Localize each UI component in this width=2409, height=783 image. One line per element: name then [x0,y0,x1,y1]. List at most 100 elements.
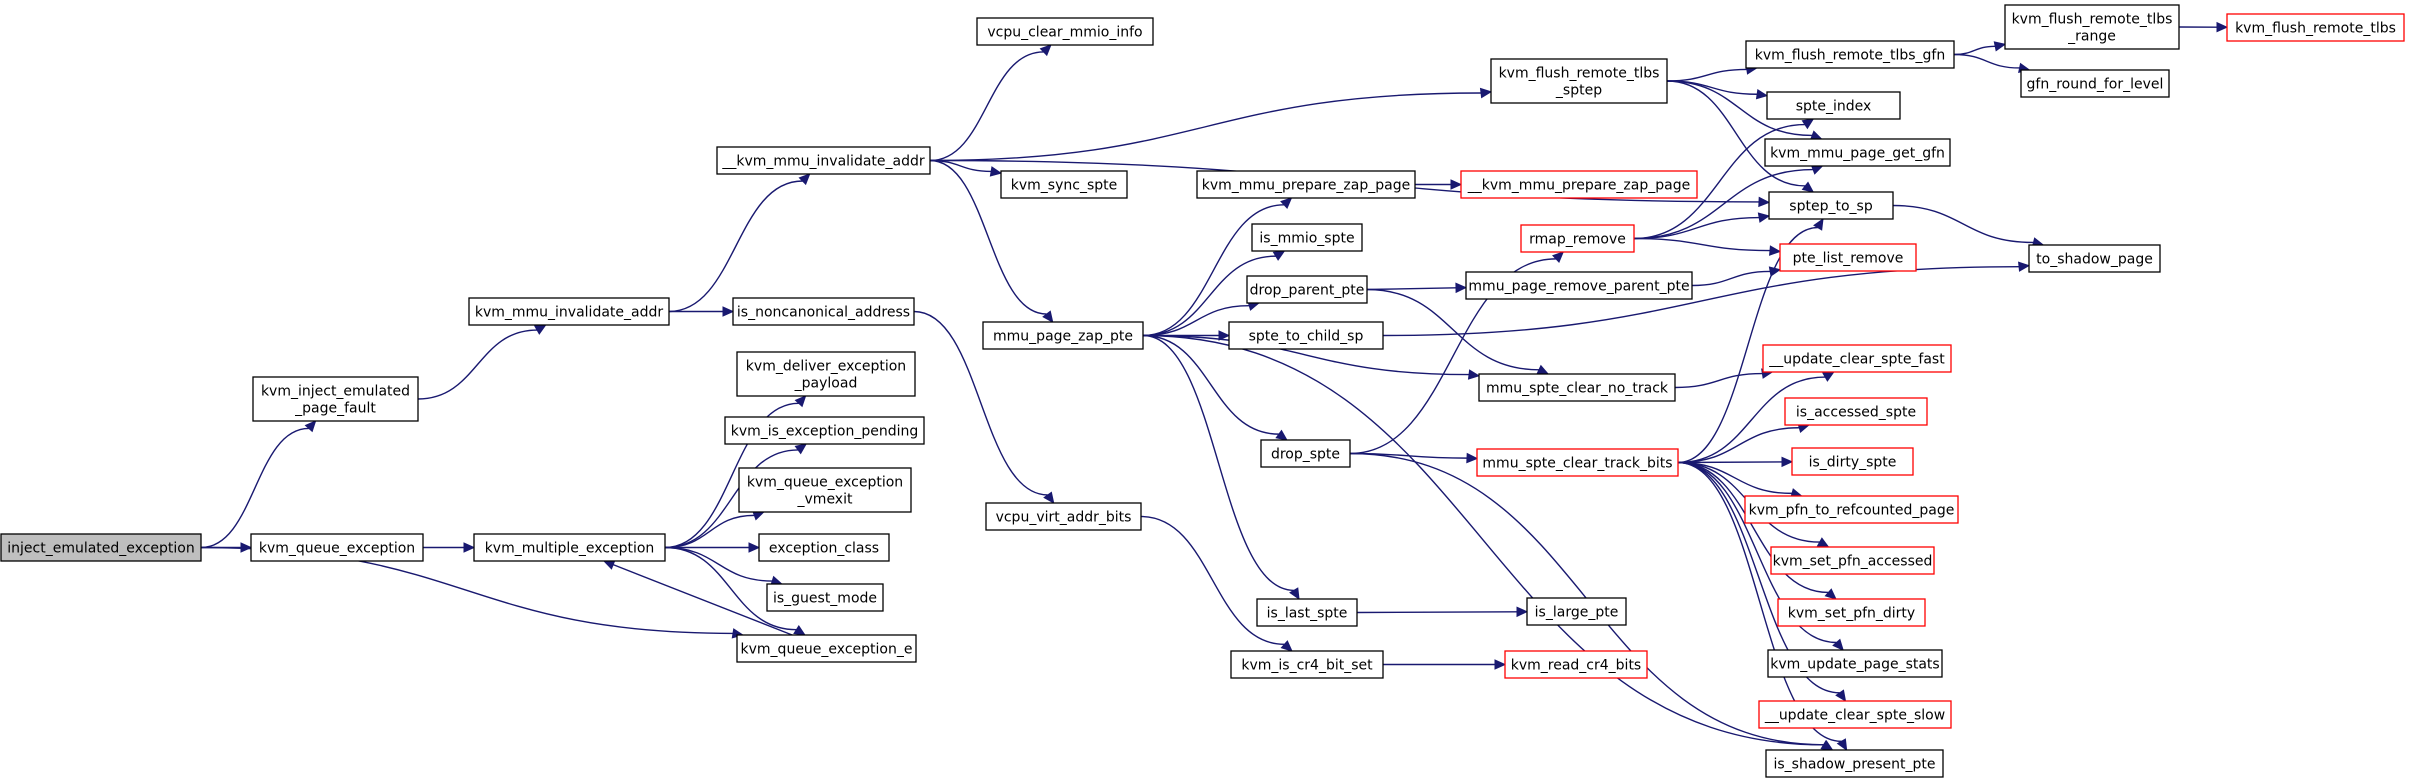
node-box [982,321,1144,350]
node-exception-class[interactable]: exception_class [758,533,890,562]
node-spte-to-child-sp[interactable]: spte_to_child_sp [1228,321,1384,350]
node-kvm-sync-spte[interactable]: kvm_sync_spte [1000,170,1128,199]
edge-arrowhead [1757,212,1771,223]
node-is-guest-mode[interactable]: is_guest_mode [766,583,884,612]
edge-arrowhead [798,173,811,186]
node-label: exception_class [769,541,879,557]
edge-arrowhead [2216,21,2229,33]
node-label: kvm_queue_exception [747,475,903,491]
node-kvm-pfn-to-refcounted-page[interactable]: kvm_pfn_to_refcounted_page [1744,495,1959,524]
node-is-shadow-present-pte[interactable]: is_shadow_present_pte [1765,749,1944,778]
node-spte-index[interactable]: spte_index [1766,91,1901,120]
node-kvm-flush-remote-tlbs-gfn[interactable]: kvm_flush_remote_tlbs_gfn [1745,40,1955,69]
node-rmap-remove[interactable]: rmap_remove [1520,224,1635,253]
edge-line [1674,372,1763,389]
node-mmu-spte-clear-no-track[interactable]: mmu_spte_clear_no_track [1478,373,1676,402]
edge-arrowhead [1479,87,1493,99]
node-kvm-mmu-prepare-zap-page[interactable]: kvm_mmu_prepare_zap_page [1196,170,1416,199]
edge-arrowhead [1781,456,1794,468]
node-mmu-page-remove-parent-pte[interactable]: mmu_page_remove_parent_pte [1465,271,1693,300]
call-edge-kvm-mmu-inval-to-kvm-flush-sptep [929,87,1493,162]
node-label: _vmexit [797,492,853,508]
node-box [1504,650,1648,679]
node-kvm-mmu-invalidate-addr[interactable]: kvm_mmu_invalidate_addr [468,297,670,326]
node-kvm-flush-remote-tlbs[interactable]: kvm_flush_remote_tlbs [2226,13,2405,42]
node-is-mmio-spte[interactable]: is_mmio_spte [1251,223,1363,252]
call-edge-mmu-spte-clear-track-to-update-slow [1677,461,1847,702]
node-label: kvm_update_page_stats [1770,657,1939,673]
node-update-clear-spte-fast[interactable]: __update_clear_spte_fast [1762,344,1952,373]
node-box [1526,597,1627,626]
call-edge-is-noncanon-to-vcpu-virt [913,310,1055,504]
node-inject-emulated-exception[interactable]: inject_emulated_exception [0,533,202,562]
node-mmu-spte-clear-track-bits[interactable]: mmu_spte_clear_track_bits [1476,448,1679,477]
node-box [1256,598,1358,627]
node-mmu-page-zap-pte[interactable]: mmu_page_zap_pte [982,321,1144,350]
node-kvm-queue-exception-vmexit[interactable]: kvm_queue_exception_vmexit [738,467,912,513]
edge-arrowhead [1280,640,1293,652]
node-is-noncanonical-address[interactable]: is_noncanonical_address [732,297,915,326]
node-gfn-round-for-level[interactable]: gfn_round_for_level [2020,69,2170,98]
node-kvm-queue-exception[interactable]: kvm_queue_exception [250,533,424,562]
node-label: is_guest_mode [773,591,877,607]
node-kvm-flush-remote-tlbs-range[interactable]: kvm_flush_remote_tlbs_range [2004,4,2180,50]
node-kvm-deliver-exception-payload[interactable]: kvm_deliver_exception_payload [736,351,916,397]
node-drop-spte[interactable]: drop_spte [1260,439,1351,468]
edge-line [1633,168,1814,240]
node-label: kvm_mmu_prepare_zap_page [1202,178,1410,194]
node-kvm-read-cr4-bits[interactable]: kvm_read_cr4_bits [1504,650,1648,679]
node-kvm-is-cr4-bit-set[interactable]: kvm_is_cr4_bit_set [1230,650,1384,679]
node-vcpu-clear-mmio-info[interactable]: vcpu_clear_mmio_info [976,17,1154,46]
node-update-clear-spte-slow[interactable]: __update_clear_spte_slow [1758,700,1952,729]
node-pte-list-remove[interactable]: pte_list_remove [1779,243,1917,272]
node-vcpu-virt-addr-bits[interactable]: vcpu_virt_addr_bits [985,502,1142,531]
node-label: _range [2067,29,2116,45]
edge-line [1677,226,1818,464]
node-kvm-flush-remote-tlbs-sptep[interactable]: kvm_flush_remote_tlbs_sptep [1490,58,1668,104]
node-kvm-mmu-invalidate-addr[interactable]: __kvm_mmu_invalidate_addr [716,146,931,175]
node-label: is_mmio_spte [1259,231,1354,247]
node-sptep-to-sp[interactable]: sptep_to_sp [1768,191,1894,220]
node-is-last-spte[interactable]: is_last_spte [1256,598,1358,627]
node-kvm-is-exception-pending[interactable]: kvm_is_exception_pending [724,416,925,445]
edge-line [1142,204,1285,337]
node-label: kvm_flush_remote_tlbs_gfn [1755,48,1946,64]
node-kvm-inject-emulated-page-fault[interactable]: kvm_inject_emulated_page_fault [252,376,419,422]
edge-arrowhead [1289,587,1300,601]
edge-arrowhead [1836,738,1848,752]
node-box [1762,344,1952,373]
node-kvm-multiple-exception[interactable]: kvm_multiple_exception [473,533,666,562]
edge-arrowhead [722,306,735,317]
node-is-dirty-spte[interactable]: is_dirty_spte [1791,447,1914,476]
node-kvm-set-pfn-accessed[interactable]: kvm_set_pfn_accessed [1770,546,1935,575]
node-box [2004,4,2180,50]
node-kvm-update-page-stats[interactable]: kvm_update_page_stats [1767,649,1943,678]
node-box [1768,191,1894,220]
node-box [1251,223,1363,252]
edge-line [1142,334,1824,746]
edge-line [1953,45,1996,56]
node-kvm-set-pfn-dirty[interactable]: kvm_set_pfn_dirty [1777,598,1926,627]
node-kvm-mmu-prepare-zap-page[interactable]: __kvm_mmu_prepare_zap_page [1460,170,1698,199]
node-box [1779,243,1917,272]
call-edge-kvm-mmu-inval-to-vcpu-clear [929,44,1052,162]
call-edge-mmu-zap-to-kvm-mmu-prep [1142,197,1293,337]
node-drop-parent-pte[interactable]: drop_parent_pte [1246,275,1368,304]
node-label: _sptep [1555,83,1602,99]
node-is-large-pte[interactable]: is_large_pte [1526,597,1627,626]
edge-arrowhead [1466,452,1479,464]
call-edge-kvm-mmu-prep-to-kvm-mmu-prep [1415,179,1463,190]
edge-arrowhead [1039,44,1052,57]
node-kvm-queue-exception-e[interactable]: kvm_queue_exception_e [736,634,917,663]
node-to-shadow-page[interactable]: to_shadow_page [2028,244,2161,273]
call-edge-kvm-flush-range-to-kvm-flush-tlbs [2178,21,2229,33]
node-box [736,351,916,397]
edge-arrowhead [240,542,253,553]
call-edge-kvm-flush-sptep-to-spte-index [1666,80,1769,100]
edge-line [1691,270,1771,287]
node-is-accessed-spte[interactable]: is_accessed_spte [1784,397,1928,426]
edge-arrowhead [533,324,547,335]
node-kvm-mmu-page-get-gfn[interactable]: kvm_mmu_page_get_gfn [1764,138,1951,167]
node-label: kvm_sync_spte [1011,178,1117,194]
node-label: gfn_round_for_level [2027,77,2164,93]
